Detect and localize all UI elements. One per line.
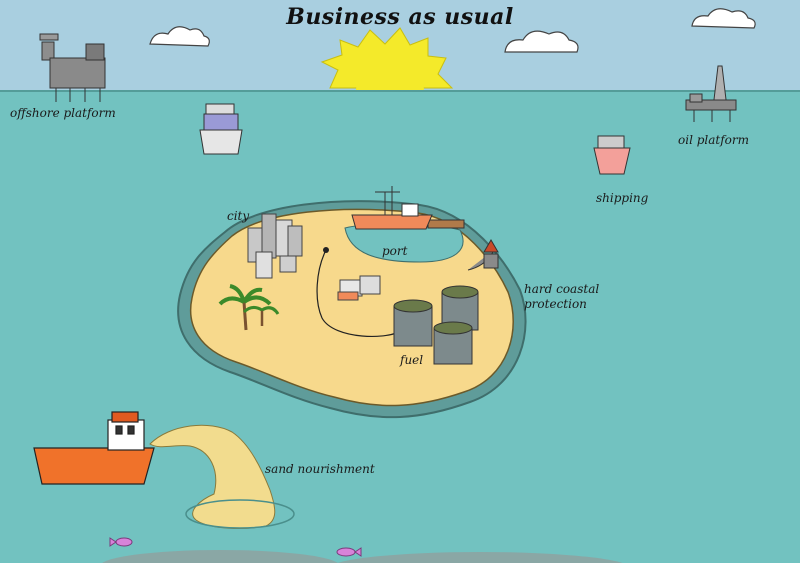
fish-icon xyxy=(336,547,362,557)
city-icon xyxy=(247,213,303,279)
label-city: city xyxy=(227,209,250,223)
page-title: Business as usual xyxy=(286,4,514,30)
fuel-tank-icon xyxy=(393,285,479,365)
label-fuel: fuel xyxy=(400,353,424,367)
label-oil-platform: oil platform xyxy=(678,133,749,147)
cloud-icon xyxy=(691,8,756,29)
pipeline xyxy=(316,249,403,338)
label-shipping: shipping xyxy=(596,191,649,205)
oil-platform-icon xyxy=(685,65,737,122)
palm-tree-icon xyxy=(218,284,280,331)
cloud-icon xyxy=(504,30,579,53)
ship-icon xyxy=(199,103,243,155)
label-hard-coastal-protection-line1: hard coastal xyxy=(524,282,600,296)
seabed xyxy=(102,550,623,563)
label-port: port xyxy=(382,244,408,258)
breakwater xyxy=(467,239,499,271)
cloud-icon xyxy=(149,26,210,47)
label-hard-coastal-protection: hard coastal protection xyxy=(524,282,599,312)
offshore-platform-icon xyxy=(39,33,106,102)
house-icon xyxy=(337,275,381,301)
fish-icon xyxy=(109,537,133,547)
label-sand-nourishment: sand nourishment xyxy=(265,462,375,476)
pier xyxy=(427,219,465,229)
dredger-ship-icon xyxy=(33,411,155,485)
label-offshore-platform: offshore platform xyxy=(10,106,116,120)
ship-icon xyxy=(593,135,631,175)
label-hard-coastal-protection-line2: protection xyxy=(524,297,587,311)
ship-icon xyxy=(351,186,433,230)
